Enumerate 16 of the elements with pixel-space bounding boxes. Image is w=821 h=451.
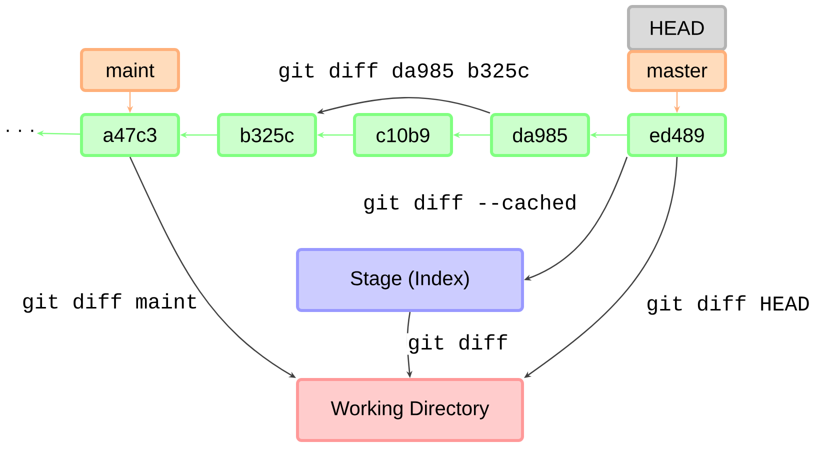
working-directory-box: Working Directory bbox=[296, 378, 524, 442]
ellipsis-text: · · · bbox=[6, 130, 34, 132]
head-box: HEAD bbox=[627, 5, 727, 51]
branch-box: maint bbox=[80, 48, 180, 92]
edge-label: git diff da985 b325c bbox=[276, 61, 532, 83]
commit-box: da985 bbox=[490, 113, 590, 157]
commit-box: ed489 bbox=[627, 113, 727, 157]
stage-box: Stage (Index) bbox=[296, 248, 524, 312]
commit-box: b325c bbox=[217, 113, 317, 157]
commit-box: c10b9 bbox=[353, 113, 453, 157]
commit-box: a47c3 bbox=[80, 113, 180, 157]
branch-box: master bbox=[627, 50, 727, 92]
edge-label: git diff HEAD bbox=[645, 294, 811, 316]
edge-label: git diff bbox=[406, 333, 510, 355]
edge-label: git diff --cached bbox=[362, 193, 578, 215]
edge-label: git diff maint bbox=[20, 292, 200, 314]
